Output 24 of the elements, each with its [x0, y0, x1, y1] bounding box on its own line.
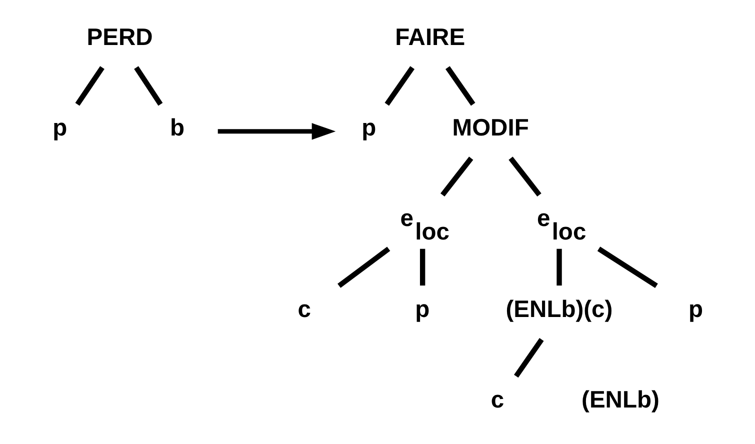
node-text: c: [297, 296, 310, 323]
connector: [513, 338, 544, 378]
connector: [419, 248, 425, 286]
node-text: p: [688, 296, 703, 323]
connector: [556, 248, 562, 286]
connector: [384, 66, 414, 106]
node-text: p: [361, 114, 376, 142]
node-text: MODIF: [452, 114, 528, 142]
node-text: p: [52, 114, 67, 142]
connector: [134, 66, 162, 106]
node-text: c: [490, 386, 504, 414]
connector: [596, 246, 658, 288]
connector: [337, 246, 390, 288]
node-text: b: [170, 114, 184, 142]
arrow: [217, 123, 336, 140]
node-text: PERD: [86, 24, 152, 51]
node-text: (ENLb)(c): [505, 296, 612, 323]
connector: [444, 66, 475, 106]
connector: [74, 66, 104, 106]
connector: [508, 156, 541, 197]
label: (ENLb): [581, 386, 659, 414]
connector: [440, 156, 473, 197]
node-text: FAIRE: [394, 24, 465, 51]
node-text: p: [414, 296, 430, 323]
